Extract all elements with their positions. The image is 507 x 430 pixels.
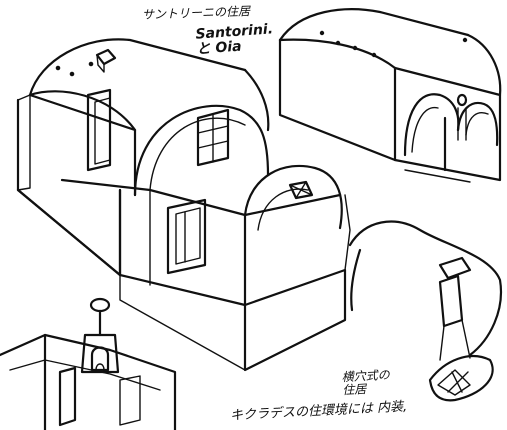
lower-left-interior xyxy=(0,297,177,430)
cave-dwelling xyxy=(348,220,503,402)
cave-dwelling-label: 横穴式の 住居 xyxy=(341,367,391,397)
main-vaulted-house xyxy=(16,38,351,372)
title-latin-label: Santorini. と Oia xyxy=(195,21,274,58)
upper-right-vaulted-house xyxy=(278,8,502,183)
